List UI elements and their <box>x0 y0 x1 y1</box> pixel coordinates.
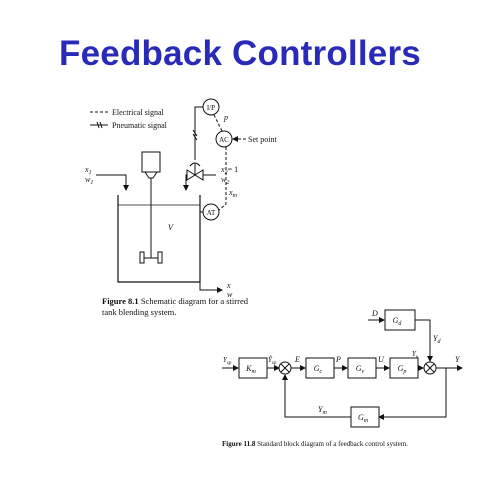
gp-block <box>389 357 419 379</box>
inlet1-pipe <box>96 174 129 191</box>
legend-pneumatic-label: Pneumatic signal <box>112 121 168 130</box>
output-y-label: Y <box>455 355 461 364</box>
inlet2-pipe <box>183 174 216 191</box>
error-label: E <box>294 355 300 364</box>
feedback-to-gm-line <box>378 368 447 420</box>
figure-8-1-caption: Figure 8.1 Schematic diagram for a stirr… <box>102 296 248 317</box>
svg-text:I/P: I/P <box>207 104 215 112</box>
outlet-pipe <box>199 270 223 293</box>
pneumatic-signal-line <box>194 106 203 160</box>
ysp-tilde-label: Ỹsp <box>268 356 277 366</box>
gd-to-sum-line <box>415 319 433 362</box>
volume-label: V <box>168 223 174 232</box>
svg-text:AC: AC <box>219 136 229 144</box>
yu-label: Yu <box>412 350 419 360</box>
ip-output-label: p <box>223 113 228 122</box>
svg-text:Gv: Gv <box>356 364 365 375</box>
yd-label: Yd <box>433 334 441 345</box>
inlet1-w-label: w1 <box>85 175 93 186</box>
measured-x-label: xm <box>228 188 238 199</box>
outlet-w-label: w <box>227 290 233 299</box>
at-to-ac-signal <box>218 147 227 211</box>
ym-label: Ym <box>318 405 327 416</box>
page-title: Feedback Controllers <box>59 34 421 73</box>
u-label: U <box>378 355 385 364</box>
inlet2-w-label: w2 <box>221 175 229 186</box>
gm-block <box>350 406 380 428</box>
p-label: P <box>335 355 341 364</box>
svg-text:Gm: Gm <box>358 413 369 424</box>
ac-to-ip-signal <box>213 114 223 132</box>
legend-electrical-label: Electrical signal <box>112 108 165 117</box>
inlet1-x-label: x1 <box>84 165 92 176</box>
gv-block <box>347 357 377 379</box>
tank-vessel <box>117 195 201 283</box>
gc-block <box>305 357 335 379</box>
gd-block <box>384 309 416 331</box>
gm-to-comparator-line <box>282 374 351 418</box>
svg-text:Gc: Gc <box>314 364 323 375</box>
ysp-label: Ysp <box>223 356 232 366</box>
svg-text:Km: Km <box>245 364 256 375</box>
figure-11-8-caption: Figure 11.8 Standard block diagram of a … <box>222 440 408 448</box>
set-point-label: Set point <box>248 135 277 144</box>
svg-text:Gp: Gp <box>398 364 407 375</box>
km-block <box>238 357 268 379</box>
svg-text:Gd: Gd <box>393 316 403 327</box>
svg-text:AT: AT <box>207 209 216 217</box>
outlet-x-label: x <box>226 281 231 290</box>
disturbance-label: D <box>371 309 378 318</box>
